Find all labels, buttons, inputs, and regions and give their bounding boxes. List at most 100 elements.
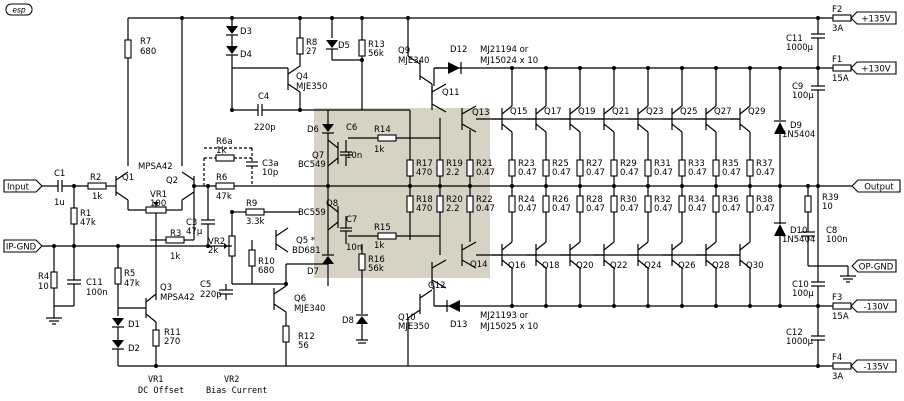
resistor-r17: R17 470: [406, 135, 433, 186]
diode-d5: D5: [326, 18, 362, 61]
svg-text:F1: F1: [832, 55, 842, 65]
svg-text:Q7: Q7: [312, 151, 324, 161]
resistor-r3: R3 1k: [150, 196, 195, 262]
note-vr1: VR1: [148, 375, 163, 385]
svg-text:100n: 100n: [86, 288, 108, 298]
resistor-r16: R16 56k: [358, 244, 385, 310]
resistor-r2: R2 1k: [87, 173, 116, 202]
svg-text:R25: R25: [552, 159, 569, 169]
svg-text:R11: R11: [164, 328, 181, 338]
svg-text:1k: 1k: [170, 252, 180, 262]
transistor-q2: Q2: [166, 171, 195, 201]
pnp-label: Q16: [508, 261, 526, 271]
svg-text:D7: D7: [307, 267, 319, 277]
svg-text:C3a: C3a: [262, 159, 279, 169]
port-input: Input: [3, 179, 43, 193]
cap-c7: C7 10n: [340, 215, 362, 253]
note-vr1-desc: DC Offset: [138, 386, 184, 396]
svg-text:C10: C10: [792, 280, 809, 290]
resistor-r6a: R6a 1k: [203, 137, 252, 186]
transistor-q22: Q22: [594, 241, 628, 306]
cap-c10: C10 100µ: [792, 266, 825, 306]
svg-text:Q8: Q8: [326, 199, 338, 209]
svg-text:0.47: 0.47: [518, 204, 537, 214]
svg-text:R6: R6: [216, 173, 227, 183]
svg-text:Q14: Q14: [470, 260, 488, 270]
bias-shaded-region: [314, 108, 490, 278]
svg-text:47µ: 47µ: [186, 227, 203, 237]
svg-text:1k: 1k: [374, 241, 384, 251]
resistor-r7: R7 680: [124, 18, 156, 166]
svg-text:C1: C1: [54, 169, 65, 179]
rail-tag-minus135: -135V: [850, 359, 897, 373]
npn-label: Q25: [680, 107, 698, 117]
rail-tag-plus135: +135V: [850, 11, 897, 25]
pnp-note-1: MJ21193 or: [480, 311, 529, 321]
cap-c6: C6 10n: [340, 123, 362, 166]
resistor-r14: R14 1k: [348, 125, 440, 155]
svg-text:0.47: 0.47: [518, 168, 537, 178]
transistor-q19: Q19: [560, 68, 596, 133]
svg-text:BC549: BC549: [298, 160, 326, 170]
svg-text:Q9: Q9: [398, 46, 410, 56]
svg-text:100n: 100n: [826, 235, 848, 245]
transistor-q4: Q4 MJE350: [287, 65, 327, 93]
transistor-q28: Q28: [696, 241, 730, 306]
resistor-r5: R5 47k: [114, 246, 140, 316]
svg-text:R32: R32: [654, 195, 671, 205]
diode-d3: D3: [226, 18, 252, 37]
svg-text:F4: F4: [832, 353, 842, 363]
pnp-label: Q28: [712, 261, 730, 271]
diode-d13: D13: [446, 300, 467, 330]
diode-d10: D10 1N5404: [774, 186, 815, 306]
transistor-q10: Q10 MJE350: [398, 289, 433, 332]
pnp-label: Q30: [746, 261, 764, 271]
svg-text:680: 680: [258, 266, 274, 276]
rail-wires: [128, 17, 860, 367]
svg-text:R29: R29: [620, 159, 637, 169]
svg-text:R18: R18: [416, 195, 433, 205]
svg-text:15A: 15A: [832, 312, 849, 322]
svg-text:C9: C9: [792, 82, 803, 92]
svg-text:0.47: 0.47: [756, 204, 775, 214]
svg-text:D1: D1: [128, 320, 140, 330]
transistor-q18: Q18: [526, 241, 560, 306]
svg-text:R9: R9: [246, 199, 257, 209]
svg-text:D2: D2: [128, 344, 140, 354]
svg-text:0.47: 0.47: [688, 204, 707, 214]
resistor-r8: R8 27: [296, 18, 317, 66]
resistor-r11: R11 270: [152, 322, 181, 366]
svg-text:MPSA42: MPSA42: [138, 162, 173, 172]
svg-text:3A: 3A: [832, 24, 843, 34]
resistor-r6: R6 47k: [194, 173, 328, 202]
svg-text:Output: Output: [864, 183, 894, 193]
transistor-q30: Q30: [730, 241, 764, 306]
junction-dots: [52, 16, 820, 368]
svg-text:0.47: 0.47: [756, 168, 775, 178]
pnp-label: Q20: [576, 261, 594, 271]
svg-text:C6: C6: [346, 123, 357, 133]
svg-text:R37: R37: [756, 159, 773, 169]
svg-text:D5: D5: [338, 41, 350, 51]
svg-text:Q4: Q4: [296, 72, 308, 82]
note-vr2-desc: Bias Current: [206, 386, 267, 396]
resistor-r21: R21 0.47: [466, 130, 495, 186]
npn-note-1: MJ21194 or: [480, 45, 529, 55]
svg-text:56k: 56k: [368, 264, 384, 274]
pnp-note-2: MJ15025 x 10: [480, 322, 538, 332]
svg-text:D6: D6: [307, 125, 319, 135]
diode-d12: D12: [434, 45, 467, 74]
npn-label: Q23: [646, 107, 664, 117]
svg-text:C11: C11: [786, 34, 803, 44]
cap-c4: C4 220p: [232, 92, 300, 133]
fuse-f3: F3 15A: [832, 293, 852, 322]
pot-vr1: VR1 100: [127, 190, 183, 214]
svg-text:Q6: Q6: [294, 294, 306, 304]
